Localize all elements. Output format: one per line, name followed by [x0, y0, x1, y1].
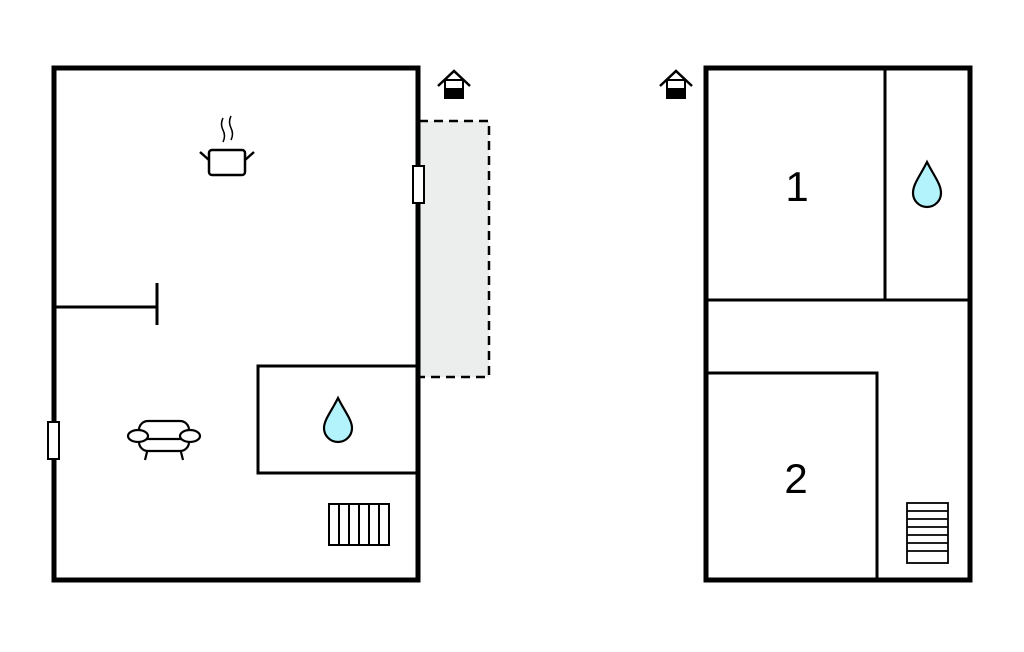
terrace-fill-cover [421, 123, 487, 375]
interior-wall [56, 283, 159, 325]
room-1-label: 1 [785, 163, 808, 210]
door-icon [47, 421, 60, 460]
room-2-label: 2 [784, 455, 807, 502]
outer-wall [51, 65, 421, 583]
stairs-icon [906, 502, 949, 564]
interior-wall [706, 68, 970, 580]
bathroom [256, 364, 420, 475]
kitchen-pot-icon [199, 115, 255, 177]
stairs-icon [328, 503, 390, 546]
ground-floor-plan [47, 65, 491, 583]
sofa-icon [126, 419, 202, 461]
entrance-icon [659, 69, 693, 99]
water-drop-icon [322, 395, 354, 444]
upper-floor-plan: 1 2 [659, 65, 973, 583]
outer-wall [703, 65, 973, 583]
door-icon [412, 165, 425, 204]
water-drop-icon [911, 159, 943, 209]
entrance-icon [437, 69, 471, 99]
